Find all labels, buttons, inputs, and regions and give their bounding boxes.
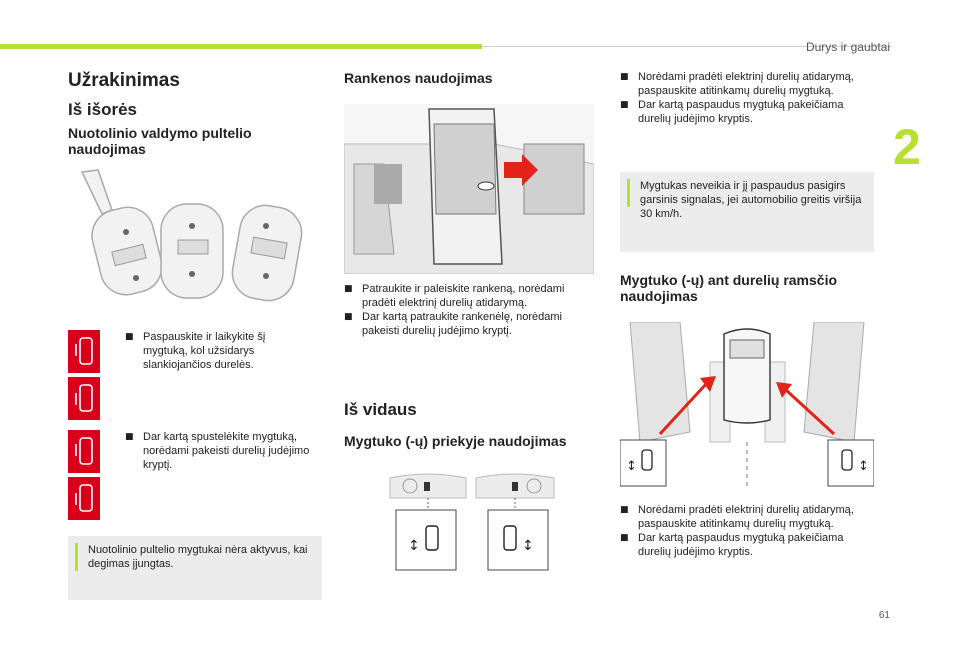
- bullet-handle-2: ■ Dar kartą patraukite rankenėlę, norėda…: [344, 311, 562, 337]
- bullets-right-top: ■ Norėdami pradėti elektrinį durelių ati…: [620, 70, 870, 126]
- bullets-handle: ■ Patraukite ir paleiskite rankeną, norė…: [344, 282, 594, 338]
- page-title: Užrakinimas: [68, 70, 180, 91]
- chapter-number: 2: [893, 119, 921, 175]
- pillar-buttons-illustration: ↕ ↕: [620, 322, 874, 490]
- section-remote: Nuotolinio valdymo pultelio naudojimas: [68, 125, 252, 157]
- square-bullet-icon: ■: [344, 312, 353, 322]
- section-pillar-buttons: Mygtuko (-ų) ant durelių ramsčio naudoji…: [620, 272, 838, 304]
- handle-illustration: [344, 104, 594, 274]
- section-front-buttons: Mygtuko (-ų) priekyje naudojimas: [344, 433, 567, 449]
- door-icon-tile-2: [68, 377, 100, 420]
- subtitle-outside: Iš išorės: [68, 100, 137, 119]
- page-number: 61: [878, 610, 890, 621]
- square-bullet-icon: ■: [620, 100, 629, 110]
- door-icon-tile-4: [68, 477, 100, 520]
- door-icon-tile-3: [68, 430, 100, 473]
- bullet-press-hold: ■ Paspauskite ir laikykite šį mygtuką, k…: [125, 331, 266, 371]
- bullet-press-again: ■ Dar kartą spustelėkite mygtuką, norėda…: [125, 431, 310, 471]
- square-bullet-icon: ■: [125, 332, 134, 342]
- bullet-right-4: ■ Dar kartą paspaudus mygtuką pakeičiama…: [620, 532, 844, 558]
- bullet-handle-1: ■ Patraukite ir paleiskite rankeną, norė…: [344, 283, 565, 309]
- bullet-right-3: ■ Norėdami pradėti elektrinį durelių ati…: [620, 504, 854, 530]
- header-accent-bar: [0, 44, 482, 49]
- note-remote: Nuotolinio pultelio mygtukai nėra aktyvu…: [68, 536, 322, 600]
- square-bullet-icon: ■: [620, 505, 629, 515]
- square-bullet-icon: ■: [344, 284, 353, 294]
- sliding-door-icon: [75, 484, 93, 512]
- door-icon-tile-1: [68, 330, 100, 373]
- front-buttons-illustration: ↕ ↕: [388, 470, 556, 580]
- square-bullet-icon: ■: [620, 533, 629, 543]
- sliding-door-icon: [75, 337, 93, 365]
- square-bullet-icon: ■: [620, 72, 629, 82]
- remote-key-icon: [68, 160, 322, 310]
- info-icon: [627, 179, 630, 207]
- bullet-right-1: ■ Norėdami pradėti elektrinį durelių ati…: [620, 71, 854, 97]
- square-bullet-icon: ■: [125, 432, 134, 442]
- svg-text:↕: ↕: [626, 459, 637, 474]
- svg-text:↕: ↕: [408, 538, 420, 554]
- chapter-title: Durys ir gaubtai: [805, 40, 890, 54]
- svg-text:↕: ↕: [522, 538, 534, 554]
- bullet-right-2: ■ Dar kartą paspaudus mygtuką pakeičiama…: [620, 99, 844, 125]
- section-handle: Rankenos naudojimas: [344, 70, 493, 86]
- bullets-right-bottom: ■ Norėdami pradėti elektrinį durelių ati…: [620, 503, 870, 559]
- info-icon: [75, 543, 78, 571]
- sliding-door-icon: [75, 437, 93, 465]
- sliding-door-icon: [75, 384, 93, 412]
- svg-text:↕: ↕: [858, 459, 869, 474]
- header-rule: [482, 46, 892, 47]
- subtitle-inside: Iš vidaus: [344, 400, 417, 419]
- note-speed: Mygtukas neveikia ir jį paspaudus pasigi…: [620, 172, 874, 252]
